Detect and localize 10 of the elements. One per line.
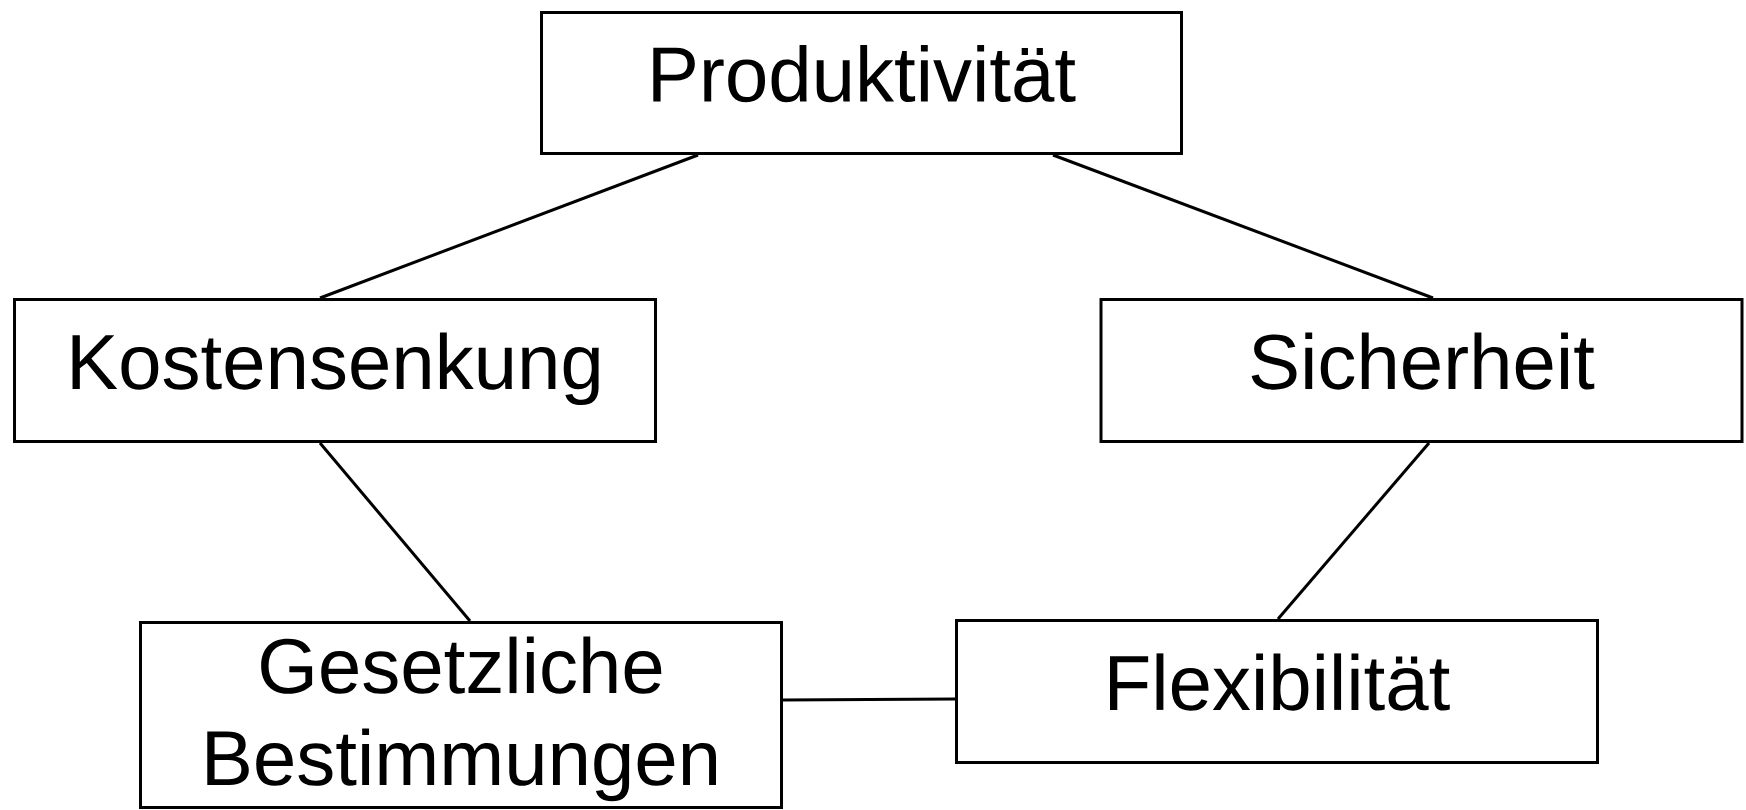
text-box: Produktivität: [540, 11, 1183, 155]
text-box: Flexibilität: [955, 619, 1599, 764]
connector-line: [1052, 153, 1434, 300]
connector-line: [783, 697, 956, 702]
connector-line: [318, 442, 472, 622]
text-box: Gesetzliche Bestimmungen: [139, 621, 783, 809]
text-box: Sicherheit: [1099, 298, 1744, 443]
connector-line: [1276, 442, 1431, 620]
text-box: Kostensenkung: [13, 298, 657, 443]
connector-line: [319, 153, 699, 300]
